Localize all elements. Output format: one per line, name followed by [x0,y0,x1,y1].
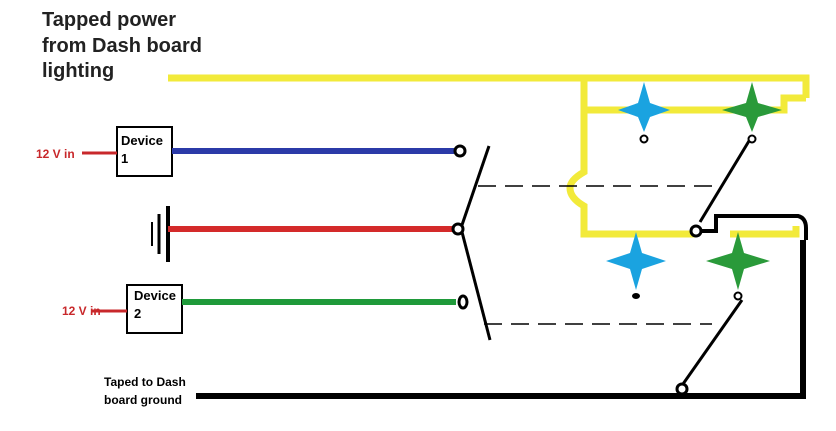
device-2-name: Device [134,288,176,303]
battery-icon [151,206,170,262]
led-green-top-icon [722,82,782,132]
led-blue-top-icon [618,82,670,132]
relay-switches [675,135,808,396]
power-wire-branch [566,80,696,238]
relay-arm-upper [698,135,754,223]
switch-lever-lower [460,231,492,341]
device-2-box [126,284,183,334]
switch-lever-upper [460,145,491,226]
led-green-top [722,82,782,144]
relay-return-wire [701,214,808,240]
device-1-box [116,126,173,177]
device-1: Device 1 [116,126,173,177]
title-line-1: Tapped power [42,9,176,31]
device-2-number: 2 [134,306,141,321]
relay-contact-lower [675,382,689,396]
led-blue-bottom [606,232,666,299]
switch-terminal-1 [453,144,467,158]
ground-label-line-2: board ground [104,393,182,407]
switch-terminal-2 [451,222,465,236]
relay-arm-lower [681,299,744,385]
switch [451,144,492,341]
power-wire [168,74,810,238]
device-1-name: Device [121,133,163,148]
title-line-2: from Dash board [42,35,202,57]
power-wire-lower [730,226,800,238]
device-2: Device 2 [126,284,183,334]
device-2-input-label: 12 V in [62,304,101,318]
led-green-bottom [706,232,770,301]
title-line-3: lighting [42,60,114,82]
device-1-input-label: 12 V in [36,147,75,161]
power-wire-main [168,74,810,98]
switch-terminal-3 [457,294,469,310]
led-blue-bottom-icon [606,232,666,290]
ground-label-line-1: Taped to Dash [104,375,186,389]
relay-contact-upper [689,224,703,238]
led-blue-top [618,82,670,144]
power-wire-right [584,94,806,114]
led-green-bottom-icon [706,232,770,290]
device-1-number: 1 [121,151,128,166]
